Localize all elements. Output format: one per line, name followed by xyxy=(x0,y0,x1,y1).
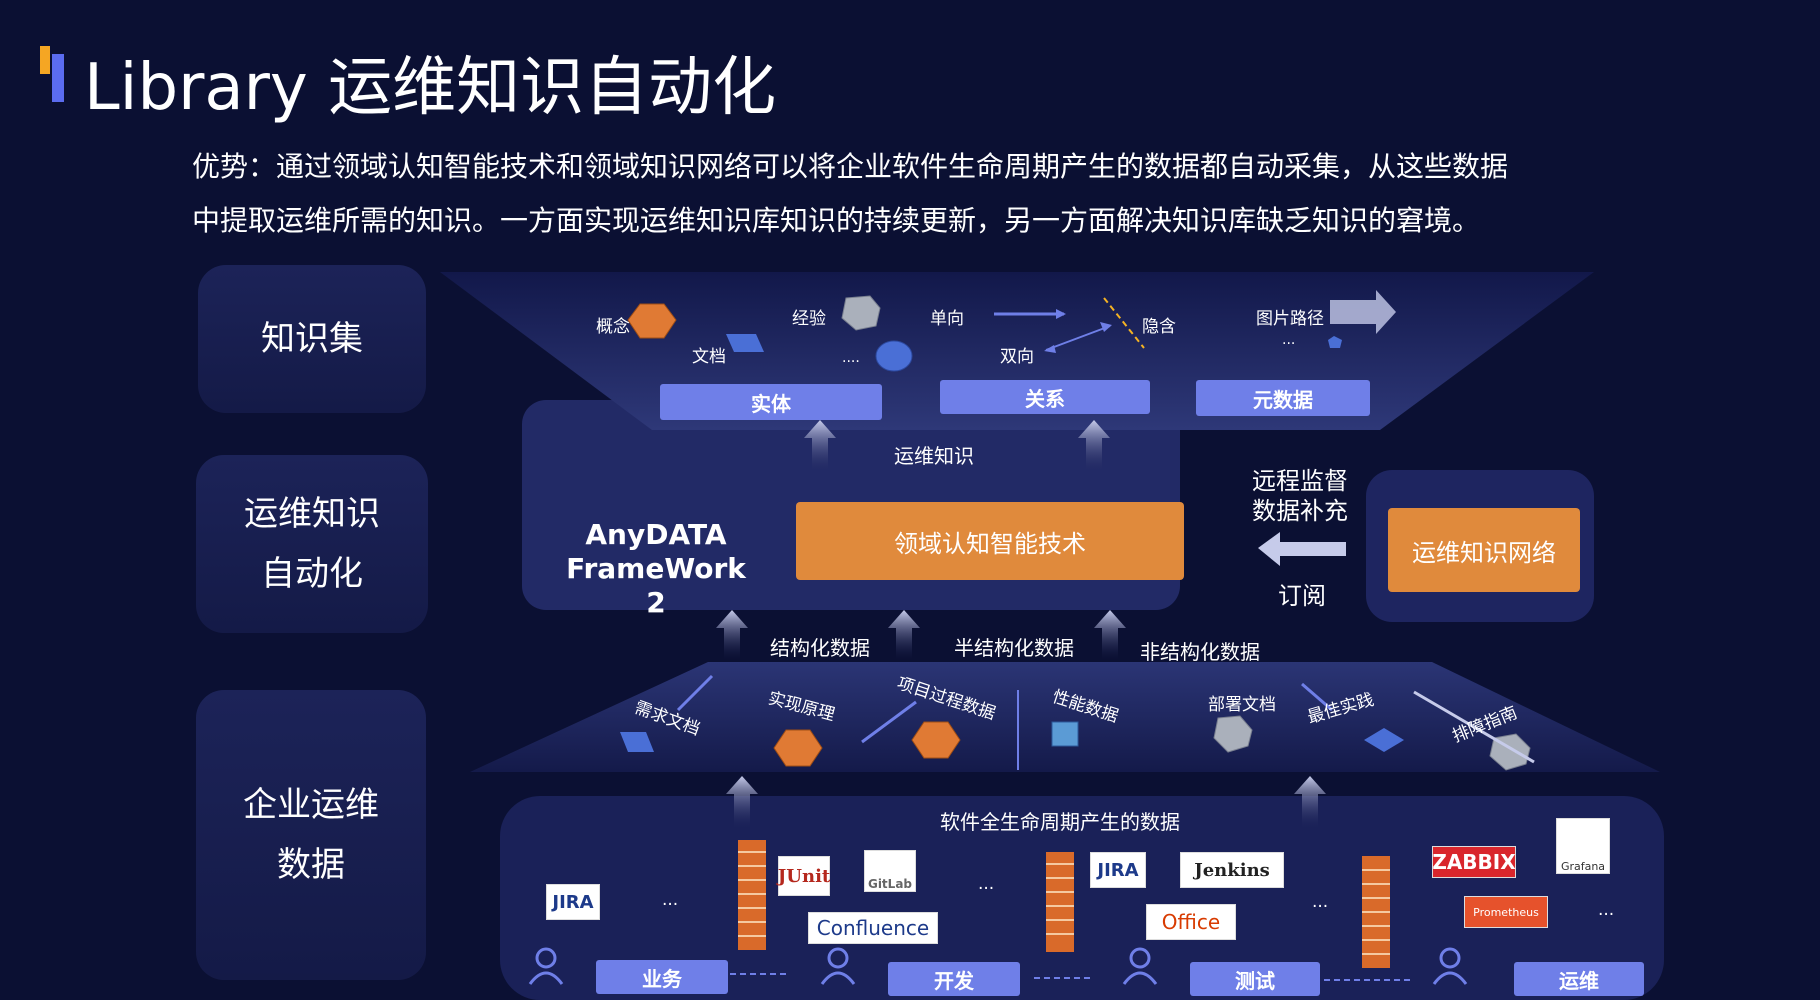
jira-logo-2: JIRA xyxy=(1090,852,1146,888)
role-business-button[interactable]: 业务 xyxy=(596,960,728,994)
entity-ellipsis: .... xyxy=(842,350,860,366)
confluence-logo: Confluence xyxy=(808,912,938,944)
experience-label: 经验 xyxy=(792,304,826,329)
entity-button[interactable]: 实体 xyxy=(660,384,882,420)
structured-data-label: 结构化数据 xyxy=(770,632,870,661)
up-arrow xyxy=(1094,610,1126,660)
brick-column xyxy=(1046,852,1074,952)
perf-cube-icon xyxy=(1052,722,1078,746)
deploy-doc-label: 部署文档 xyxy=(1208,690,1276,715)
cognitive-tech-box: 领域认知智能技术 xyxy=(796,502,1184,580)
office-logo: Office xyxy=(1146,904,1236,940)
unstructured-data-label: 非结构化数据 xyxy=(1140,636,1260,665)
subscribe-arrow xyxy=(1258,532,1346,566)
gitlab-logo: GitLab xyxy=(864,850,916,892)
ellipsis-1: ... xyxy=(662,890,678,910)
lifecycle-title: 软件全生命周期产生的数据 xyxy=(940,806,1180,835)
prometheus-logo: Prometheus xyxy=(1464,896,1548,928)
implicit-label: 隐含 xyxy=(1142,312,1176,337)
up-arrow xyxy=(888,610,920,660)
role-dev-button[interactable]: 开发 xyxy=(888,962,1020,996)
document-label: 文档 xyxy=(692,342,726,367)
ellipse-icon xyxy=(876,341,912,371)
one-way-label: 单向 xyxy=(930,304,964,329)
ellipsis-3: ... xyxy=(1312,892,1328,912)
framework-name-line: FrameWork 2 xyxy=(556,552,756,620)
two-way-label: 双向 xyxy=(1000,342,1034,367)
knowledge-network-box: 运维知识网络 xyxy=(1388,508,1580,592)
remote-supervision-label: 远程监督 数据补充 xyxy=(1252,466,1348,526)
zabbix-logo: ZABBIX xyxy=(1432,846,1516,878)
ellipsis-4: ... xyxy=(1598,900,1614,920)
jira-logo: JIRA xyxy=(546,884,600,920)
remote-supervision-line: 远程监督 xyxy=(1252,466,1348,496)
concept-label: 概念 xyxy=(596,312,630,337)
relation-button[interactable]: 关系 xyxy=(940,380,1150,414)
semi-structured-data-label: 半结构化数据 xyxy=(954,632,1074,661)
ellipsis-2: ... xyxy=(978,874,994,894)
grafana-logo: Grafana xyxy=(1556,818,1610,874)
image-path-label: 图片路径 xyxy=(1256,304,1324,329)
subscribe-label: 订阅 xyxy=(1278,576,1326,611)
remote-supervision-line: 数据补充 xyxy=(1252,496,1348,526)
role-test-button[interactable]: 测试 xyxy=(1190,962,1320,996)
junit-logo: JUnit xyxy=(778,856,830,896)
ops-knowledge-label: 运维知识 xyxy=(894,440,974,469)
framework-name-line: AnyDATA xyxy=(556,518,756,552)
jenkins-logo: Jenkins xyxy=(1180,852,1284,888)
framework-name: AnyDATA FrameWork 2 xyxy=(556,518,756,620)
metadata-button[interactable]: 元数据 xyxy=(1196,380,1370,416)
metadata-ellipsis: ... xyxy=(1282,332,1295,348)
role-ops-button[interactable]: 运维 xyxy=(1514,962,1644,996)
